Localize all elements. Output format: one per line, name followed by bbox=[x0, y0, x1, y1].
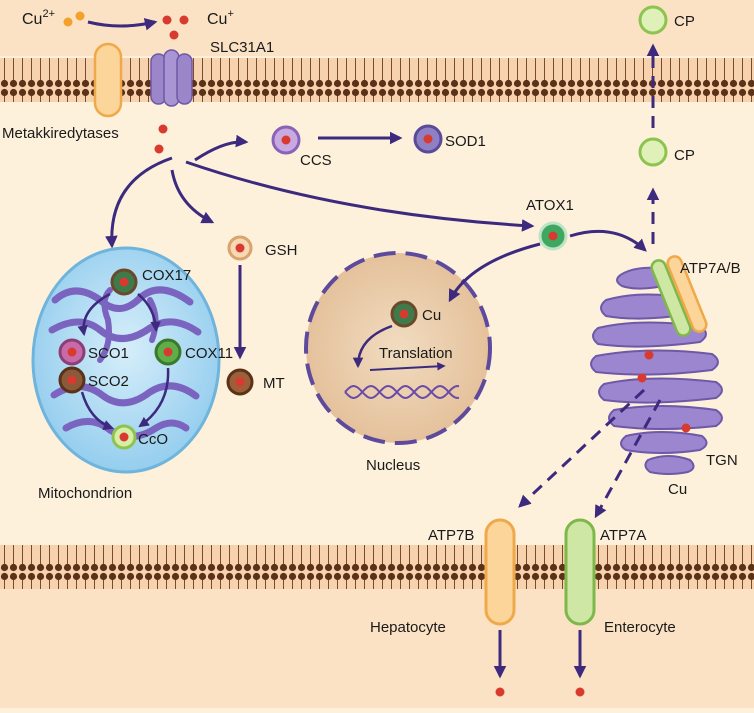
cox11-label: COX11 bbox=[185, 345, 233, 362]
arrow-cu-to-translation bbox=[352, 324, 393, 369]
gsh-label: GSH bbox=[265, 242, 298, 259]
sco1-label: SCO1 bbox=[88, 345, 129, 362]
extracellular-bottom bbox=[0, 585, 754, 708]
atp7a-golgi bbox=[650, 259, 692, 337]
golgi-copper bbox=[644, 350, 654, 360]
nucleus-label: Nucleus bbox=[366, 457, 420, 474]
arrow-golgi-to-atp7b bbox=[518, 388, 646, 508]
arrow-to-atox1 bbox=[185, 160, 535, 232]
cu2-label: Cu2+ bbox=[22, 8, 55, 28]
cp-mid-label: CP bbox=[674, 147, 695, 164]
translation-label: Translation bbox=[379, 345, 453, 362]
arrow-to-mitochondrion bbox=[105, 156, 173, 249]
golgi-copper bbox=[637, 373, 647, 383]
golgi-copper bbox=[681, 423, 691, 433]
arrow-golgi-to-atp7a bbox=[594, 399, 662, 519]
atp7a-label: ATP7A bbox=[600, 527, 646, 544]
arrow-atox1-to-nucleus bbox=[448, 242, 541, 303]
cu1-label: Cu+ bbox=[207, 8, 234, 28]
cu1-ion bbox=[169, 30, 179, 40]
effluxed-copper bbox=[495, 687, 505, 697]
dna-helix bbox=[344, 384, 460, 400]
sod1-label: SOD1 bbox=[445, 133, 486, 150]
enterocyte-label: Enterocyte bbox=[604, 619, 676, 636]
top-membrane bbox=[0, 58, 754, 102]
arrow-cox17-to-sco1 bbox=[77, 292, 111, 337]
cu1-ion bbox=[162, 15, 172, 25]
nucleus-cu-label: Cu bbox=[422, 307, 441, 324]
bottom-membrane bbox=[0, 545, 754, 589]
arrow-atox1-to-atp7 bbox=[569, 229, 647, 252]
cco-label: CcO bbox=[138, 431, 168, 448]
copper-ion bbox=[154, 144, 164, 154]
cu2-ion bbox=[63, 17, 73, 27]
metalloreductases-label: Metakkiredytases bbox=[2, 125, 119, 142]
atp7a-transporter bbox=[564, 518, 596, 626]
atp7b-transporter bbox=[484, 518, 516, 626]
hepatocyte-label: Hepatocyte bbox=[370, 619, 446, 636]
sco2-label: SCO2 bbox=[88, 373, 129, 390]
atp7ab-label: ATP7A/B bbox=[680, 260, 741, 277]
cu1-ion bbox=[179, 15, 189, 25]
ccs-label: CCS bbox=[300, 152, 332, 169]
arrow-cox17-to-cox11 bbox=[137, 293, 161, 333]
tgn-label: TGN bbox=[706, 452, 738, 469]
translation-arrow bbox=[369, 362, 446, 371]
cp-protein-mid bbox=[638, 137, 668, 167]
arrow-cox11-to-cco bbox=[138, 367, 170, 428]
cu2-ion bbox=[75, 11, 85, 21]
extracellular-top bbox=[0, 0, 754, 56]
metalloreductase-transporter bbox=[93, 42, 123, 118]
copper-ion bbox=[158, 124, 168, 134]
effluxed-copper bbox=[575, 687, 585, 697]
mitochondrion-label: Mitochondrion bbox=[38, 485, 132, 502]
cp-top-label: CP bbox=[674, 13, 695, 30]
cp-protein-top bbox=[638, 5, 668, 35]
slc31a1-label: SLC31A1 bbox=[210, 39, 274, 56]
arrow-to-gsh bbox=[170, 169, 215, 224]
cox17-label: COX17 bbox=[142, 267, 191, 284]
slc31a1-transporter bbox=[150, 49, 193, 107]
atox1-label: ATOX1 bbox=[526, 197, 574, 214]
atp7b-label: ATP7B bbox=[428, 527, 474, 544]
reduction-arrow bbox=[87, 18, 158, 31]
arrow-sco-to-cco bbox=[80, 391, 114, 431]
mt-label: MT bbox=[263, 375, 285, 392]
arrow-to-ccs bbox=[194, 134, 249, 162]
tgn-cu-label: Cu bbox=[668, 481, 687, 498]
atp7b-golgi bbox=[666, 255, 708, 333]
